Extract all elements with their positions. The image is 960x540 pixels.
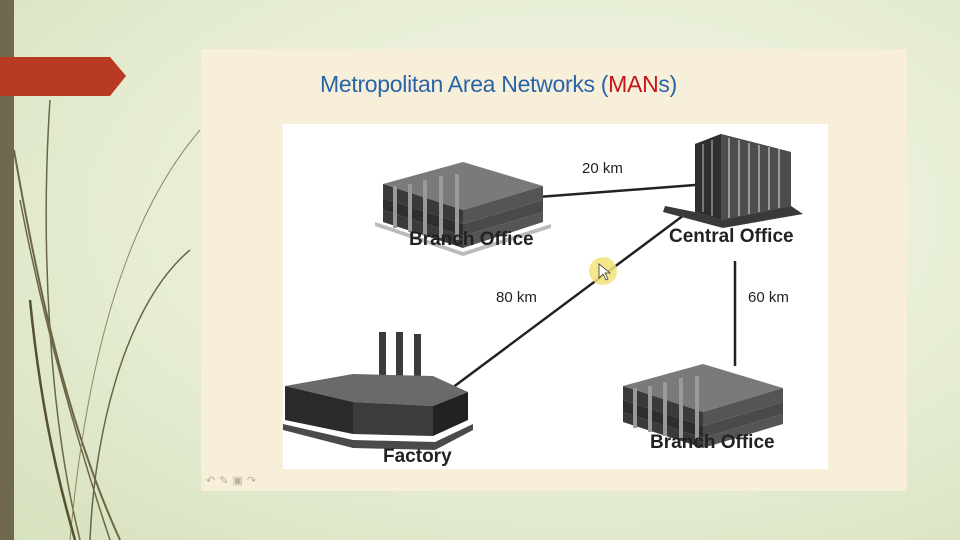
node-label-branch-office-2: Branch Office	[650, 432, 775, 454]
title-suffix: s)	[658, 71, 677, 97]
pen-icon[interactable]: ✎	[219, 475, 232, 487]
forward-arrow-icon[interactable]: ↷	[247, 475, 260, 487]
node-label-branch-office-1: Branch Office	[409, 229, 534, 251]
distance-label-20km: 20 km	[582, 160, 623, 177]
title-accent: MAN	[608, 71, 658, 97]
man-diagram: Branch Office Central Office Factory Bra…	[283, 124, 828, 469]
node-label-factory: Factory	[383, 446, 452, 468]
slide-title: Metropolitan Area Networks (MANs)	[320, 71, 677, 98]
slide-nav-controls: ↶✎▣↷	[206, 474, 260, 487]
tower-building-icon	[663, 134, 803, 228]
link-line-branch1-central	[538, 185, 695, 197]
distance-label-80km: 80 km	[496, 289, 537, 306]
factory-icon	[283, 332, 473, 450]
slides-icon[interactable]: ▣	[232, 475, 246, 487]
red-tab-marker	[0, 57, 130, 97]
back-arrow-icon[interactable]: ↶	[206, 475, 219, 487]
title-prefix: Metropolitan Area Networks (	[320, 71, 608, 97]
node-label-central-office: Central Office	[669, 226, 794, 248]
distance-label-60km: 60 km	[748, 289, 789, 306]
